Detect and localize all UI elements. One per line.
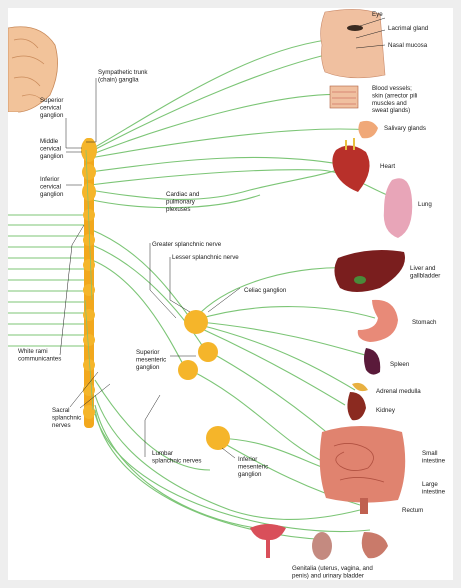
label-greater-splanchnic: Greater splanchnic nerve: [152, 241, 222, 248]
label-line: intestine: [422, 488, 446, 495]
label-line: cervical: [40, 104, 61, 111]
label-line: Stomach: [412, 319, 437, 326]
label-line: ganglion: [40, 153, 64, 160]
label-sympathetic-trunk: Sympathetic trunk(chain) ganglia: [98, 69, 148, 83]
label-spleen: Spleen: [390, 361, 410, 368]
label-line: Adrenal medulla: [376, 388, 421, 395]
label-line: pulmonary: [166, 198, 196, 205]
label-line: Lesser splanchnic nerve: [172, 254, 239, 261]
label-line: Sacral: [52, 407, 70, 414]
label-line: Lumbar: [152, 450, 173, 457]
spleen-illustration: [364, 348, 380, 375]
label-line: ganglion: [40, 112, 64, 119]
label-line: ganglion: [136, 364, 160, 371]
label-line: Large: [422, 481, 438, 488]
label-line: gallbladder: [410, 272, 440, 279]
label-line: (chain) ganglia: [98, 76, 139, 83]
celiac-ganglion: [184, 310, 208, 334]
label-line: Inferior: [238, 456, 257, 463]
label-line: mesenteric: [238, 463, 268, 470]
inferior-mesenteric-ganglion: [206, 426, 230, 450]
label-line: cervical: [40, 145, 61, 152]
face-eye-illustration: [321, 9, 385, 77]
intestines-illustration: [320, 426, 405, 514]
sympathetic-nervous-system-diagram: Sympathetic trunk(chain) gangliaSuperior…: [8, 8, 453, 580]
liver-illustration: [334, 250, 405, 292]
label-line: Small: [422, 450, 437, 457]
spinal-cord: [8, 112, 18, 572]
label-line: skin (arrector pili: [372, 92, 417, 99]
label-line: Inferior: [40, 176, 59, 183]
label-line: Salivary glands: [384, 125, 426, 132]
label-line: sweat glands): [372, 107, 410, 114]
label-line: Lacrimal gland: [388, 25, 429, 32]
label-kidney: Kidney: [376, 407, 396, 414]
lung-illustration: [384, 178, 412, 238]
genitalia-illustration: [250, 524, 388, 560]
label-line: mesenteric: [136, 356, 166, 363]
label-line: ganglion: [40, 191, 64, 198]
label-line: Rectum: [402, 507, 423, 514]
label-adrenal: Adrenal medulla: [376, 388, 421, 395]
label-nasal: Nasal mucosa: [388, 42, 428, 49]
label-line: splanchnic nerves: [152, 457, 202, 464]
sympathetic-trunk: [81, 138, 97, 428]
white-rami-lines: [8, 215, 84, 346]
skin-blood-vessels-illustration: [330, 86, 358, 108]
label-heart: Heart: [380, 163, 395, 170]
label-line: Lung: [418, 201, 432, 208]
label-line: splanchnic: [52, 414, 81, 421]
label-line: Liver and: [410, 265, 436, 272]
label-line: penis) and urinary bladder: [292, 572, 364, 579]
label-line: Middle: [40, 138, 59, 145]
label-line: Nasal mucosa: [388, 42, 428, 49]
label-celiac: Celiac ganglion: [244, 287, 287, 294]
label-line: nerves: [52, 422, 71, 429]
label-line: Greater splanchnic nerve: [152, 241, 222, 248]
label-line: muscles and: [372, 100, 407, 107]
label-line: Superior: [40, 97, 63, 104]
label-stomach: Stomach: [412, 319, 437, 326]
label-line: Superior: [136, 349, 159, 356]
label-line: White rami: [18, 348, 48, 355]
label-line: intestine: [422, 457, 446, 464]
label-line: communicantes: [18, 355, 61, 362]
stomach-illustration: [358, 300, 398, 342]
label-line: Heart: [380, 163, 395, 170]
label-line: Sympathetic trunk: [98, 69, 148, 76]
label-eye: Eye: [372, 11, 383, 18]
label-line: Blood vessels;: [372, 85, 412, 92]
label-line: Genitalia (uterus, vagina, and: [292, 565, 373, 572]
label-line: Eye: [372, 11, 383, 18]
adrenal-kidney-illustration: [347, 383, 368, 420]
label-lung: Lung: [418, 201, 432, 208]
label-rectum: Rectum: [402, 507, 423, 514]
label-line: Celiac ganglion: [244, 287, 287, 294]
label-line: Kidney: [376, 407, 396, 414]
label-lesser-splanchnic: Lesser splanchnic nerve: [172, 254, 239, 261]
label-salivary: Salivary glands: [384, 125, 426, 132]
label-line: Spleen: [390, 361, 410, 368]
label-line: ganglion: [238, 471, 262, 478]
label-line: plexuses: [166, 206, 190, 213]
label-line: cervical: [40, 183, 61, 190]
label-lacrimal: Lacrimal gland: [388, 25, 429, 32]
salivary-glands-illustration: [358, 121, 378, 138]
label-line: Cardiac and: [166, 191, 200, 198]
